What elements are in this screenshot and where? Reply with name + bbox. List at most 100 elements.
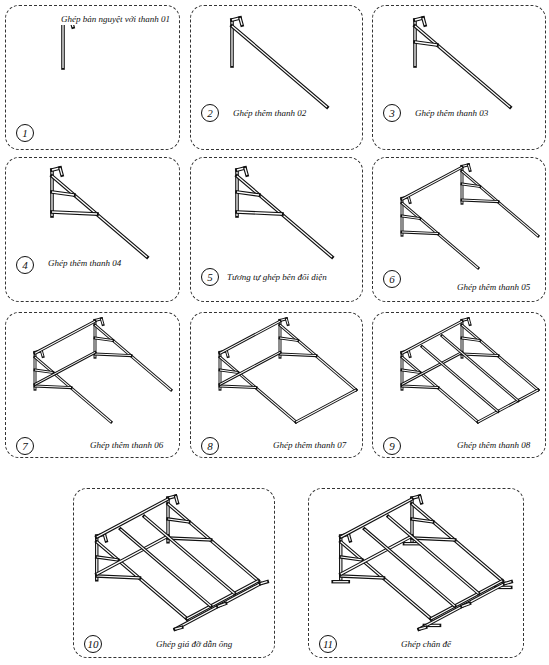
frame-bar <box>220 357 296 422</box>
frame-bar <box>408 351 410 357</box>
frame-bar <box>168 538 211 540</box>
frame-bar <box>415 26 510 107</box>
frame-bar <box>168 504 258 581</box>
step-number-text: 7 <box>22 441 28 452</box>
frame-bar <box>402 386 438 388</box>
frame-bar <box>226 351 228 357</box>
frame-bar <box>97 576 140 578</box>
frame-bar <box>341 576 384 578</box>
frame-bar <box>101 319 103 325</box>
frame-bar <box>468 319 470 325</box>
frame-bar <box>419 627 426 629</box>
step-caption: Ghép thêm thanh 04 <box>46 258 123 269</box>
frame-bar <box>402 203 478 268</box>
step-caption: Ghép thêm thanh 06 <box>88 440 165 451</box>
frame-bar <box>95 354 131 356</box>
frame-bar <box>408 197 410 203</box>
frame-bar <box>280 325 356 390</box>
frame-bar <box>402 216 420 218</box>
frame-bar <box>168 504 258 581</box>
frame-bar <box>175 627 182 629</box>
frame-bar <box>52 192 74 195</box>
frame-bar <box>176 496 178 503</box>
step-caption: Ghép thêm thanh 08 <box>455 440 532 451</box>
frame-bar <box>462 604 470 607</box>
frame-bar <box>168 538 211 540</box>
step-number: 7 <box>16 437 34 455</box>
frame-bar <box>412 519 433 522</box>
frame-bar <box>341 557 362 560</box>
frame-bar <box>462 354 498 356</box>
frame-bar <box>226 351 228 357</box>
frame-bar <box>468 165 470 171</box>
frame-bar <box>237 176 332 257</box>
step-number: 9 <box>383 437 401 455</box>
frame-bar <box>402 203 478 268</box>
frame-bar <box>402 232 438 234</box>
frame-bar <box>442 336 518 401</box>
frame-bar <box>402 386 438 388</box>
frame-bar <box>423 18 425 25</box>
frame-bar <box>462 171 538 236</box>
frame-bar <box>220 370 238 372</box>
step-number-text: 10 <box>88 639 99 650</box>
frame-bar <box>95 338 113 340</box>
frame-bar <box>341 576 384 578</box>
frame-bar <box>431 581 502 619</box>
frame-bar <box>62 22 63 68</box>
frame-bar <box>402 216 420 218</box>
step-panel: Ghép thêm thanh 06 7 <box>5 312 180 458</box>
frame-bar <box>187 581 258 619</box>
frame-bar <box>175 627 182 629</box>
frame-bar <box>402 167 462 199</box>
step-number: 11 <box>319 635 337 653</box>
frame-bar <box>280 354 316 356</box>
frame-bar <box>35 370 53 372</box>
frame-bar <box>97 557 118 560</box>
frame-bar <box>408 197 410 203</box>
frame-bar <box>97 557 118 560</box>
step-panel: Ghép thêm thanh 033 <box>372 5 546 150</box>
frame-bar <box>218 604 226 607</box>
frame-bar <box>237 212 282 214</box>
frame-bar <box>341 499 412 537</box>
frame-bar <box>220 386 256 388</box>
frame-bar <box>97 576 140 578</box>
frame-bar <box>232 26 327 107</box>
frame-bar <box>245 168 247 175</box>
step-caption: Tương tự ghép bên đối diện <box>225 272 329 283</box>
frame-bar <box>462 325 538 390</box>
frame-bar <box>220 352 280 384</box>
frame-bar <box>52 212 97 214</box>
frame-bar <box>462 171 538 236</box>
frame-bar <box>245 168 247 175</box>
frame-bar <box>52 176 147 257</box>
frame-bar <box>95 325 171 390</box>
step-panel: Ghép chân đế11 <box>308 488 524 658</box>
frame-bar <box>333 580 348 583</box>
frame-bar <box>505 582 512 584</box>
frame-bar <box>412 504 502 581</box>
frame-bar <box>220 321 280 353</box>
frame-bar <box>415 42 437 45</box>
frame-bar <box>348 534 350 541</box>
frame-bar <box>237 192 259 195</box>
frame-bar <box>176 496 178 503</box>
frame-bar <box>104 534 106 541</box>
frame-bar <box>365 529 455 606</box>
frame-bar <box>168 519 189 522</box>
frame-bar <box>60 168 62 175</box>
frame-bar <box>97 536 168 574</box>
step-number-text: 3 <box>389 108 395 119</box>
frame-bar <box>462 200 498 202</box>
frame-bar <box>286 319 288 325</box>
frame-bar <box>402 357 478 422</box>
frame-bar <box>168 519 189 522</box>
frame-bar <box>348 534 350 541</box>
step-number: 6 <box>383 270 401 288</box>
step-number: 5 <box>201 268 219 286</box>
frame-bar <box>280 354 316 356</box>
frame-bar <box>41 351 43 357</box>
frame-bar <box>220 357 296 422</box>
frame-bar <box>422 347 498 412</box>
